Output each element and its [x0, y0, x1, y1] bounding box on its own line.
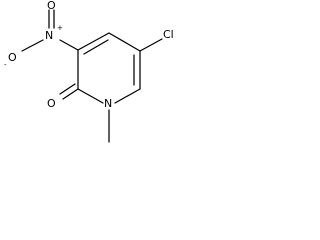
bond-c3-c4 — [77, 32, 110, 51]
atom-n-nitro: N — [45, 29, 53, 42]
charge-n-nitro-plus: + — [57, 24, 63, 32]
bond-c4-c5 — [108, 32, 141, 52]
bond-c2-o-a — [62, 88, 79, 100]
bond-nitro-o-left — [21, 39, 44, 52]
atom-n-ring: N — [104, 97, 112, 110]
bond-c6-n1 — [114, 88, 141, 104]
atom-chlorine: Cl — [163, 28, 174, 41]
bond-c3-nitro — [59, 39, 79, 51]
atom-o-left: O — [8, 51, 17, 64]
charge-o-left-minus: - — [4, 61, 7, 69]
chemical-structure: N + O O - Cl O N — [4, 0, 174, 143]
bond-c3-c4-inner — [83, 39, 109, 55]
bond-c2-o-b — [59, 83, 76, 95]
atom-o-carbonyl: O — [47, 97, 56, 110]
atom-o-top: O — [47, 0, 56, 12]
bond-n1-c2 — [77, 88, 104, 104]
bond-c5-cl — [139, 38, 163, 52]
